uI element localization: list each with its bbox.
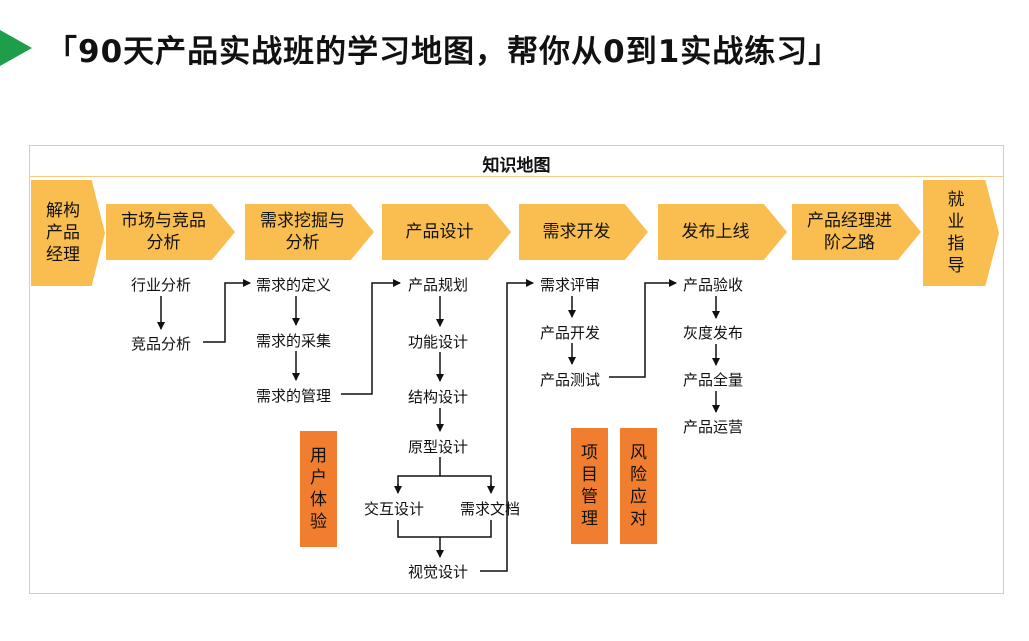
stage-pm-advanced: 产品经理进阶之路 <box>792 204 921 260</box>
node-prototype-design: 原型设计 <box>408 438 469 456</box>
node-product-operation: 产品运营 <box>683 418 744 436</box>
box-risk-response: 风险应对 <box>620 428 657 544</box>
stage-market-analysis: 市场与竞品分析 <box>106 204 235 260</box>
knowledge-map-title: 知识地图 <box>482 156 551 176</box>
node-industry-analysis: 行业分析 <box>131 276 192 294</box>
node-product-testing: 产品测试 <box>540 371 601 389</box>
stage-career-guidance: 就业指导 <box>923 180 999 286</box>
node-product-development: 产品开发 <box>540 324 601 342</box>
node-demand-review: 需求评审 <box>540 276 601 294</box>
node-requirement-doc: 需求文档 <box>460 500 521 518</box>
page-title: 「90天产品实战班的学习地图，帮你从0到1实战练习」 <box>46 34 841 70</box>
stage-demand-development: 需求开发 <box>519 204 648 260</box>
node-visual-design: 视觉设计 <box>408 563 469 581</box>
knowledge-map-title-row: 知识地图 <box>29 145 1004 177</box>
node-structure-design: 结构设计 <box>408 388 469 406</box>
node-competitor-analysis: 竞品分析 <box>131 335 192 353</box>
stage-release: 发布上线 <box>658 204 787 260</box>
node-demand-collection: 需求的采集 <box>256 332 332 350</box>
node-full-release: 产品全量 <box>683 371 744 389</box>
node-interaction-design: 交互设计 <box>364 500 425 518</box>
box-user-experience: 用户体验 <box>300 431 337 547</box>
stage-demand-analysis: 需求挖掘与分析 <box>245 204 374 260</box>
node-product-acceptance: 产品验收 <box>683 276 744 294</box>
stage-deconstruct-pm: 解构产品经理 <box>31 180 105 286</box>
node-function-design: 功能设计 <box>408 333 469 351</box>
node-gray-release: 灰度发布 <box>683 324 744 342</box>
node-product-planning: 产品规划 <box>408 276 469 294</box>
stage-product-design: 产品设计 <box>382 204 511 260</box>
node-demand-definition: 需求的定义 <box>256 276 332 294</box>
node-demand-management: 需求的管理 <box>256 387 332 405</box>
header-triangle-icon <box>0 30 32 66</box>
box-project-management: 项目管理 <box>571 428 608 544</box>
